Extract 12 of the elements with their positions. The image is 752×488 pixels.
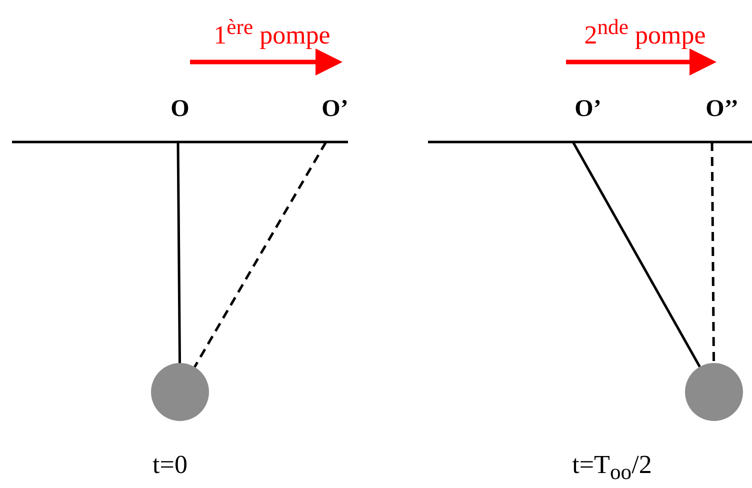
dashed-string xyxy=(194,141,328,368)
dashed-string xyxy=(710,142,716,364)
time-label: t=T$_{oo}$/2 xyxy=(572,450,652,486)
time-label: t=0 xyxy=(152,450,188,480)
pivot-label: O’ xyxy=(322,96,348,122)
pump-label: 2$^{nde}$ pompe xyxy=(584,14,706,51)
pendulum-string xyxy=(572,141,701,368)
pivot-label: O’ xyxy=(574,96,602,122)
pendulum-string xyxy=(176,142,182,364)
pivot-label: O xyxy=(170,96,190,122)
pivot-label: O’’ xyxy=(706,96,738,122)
pump-label: 1$^{ère}$ pompe xyxy=(214,14,330,51)
